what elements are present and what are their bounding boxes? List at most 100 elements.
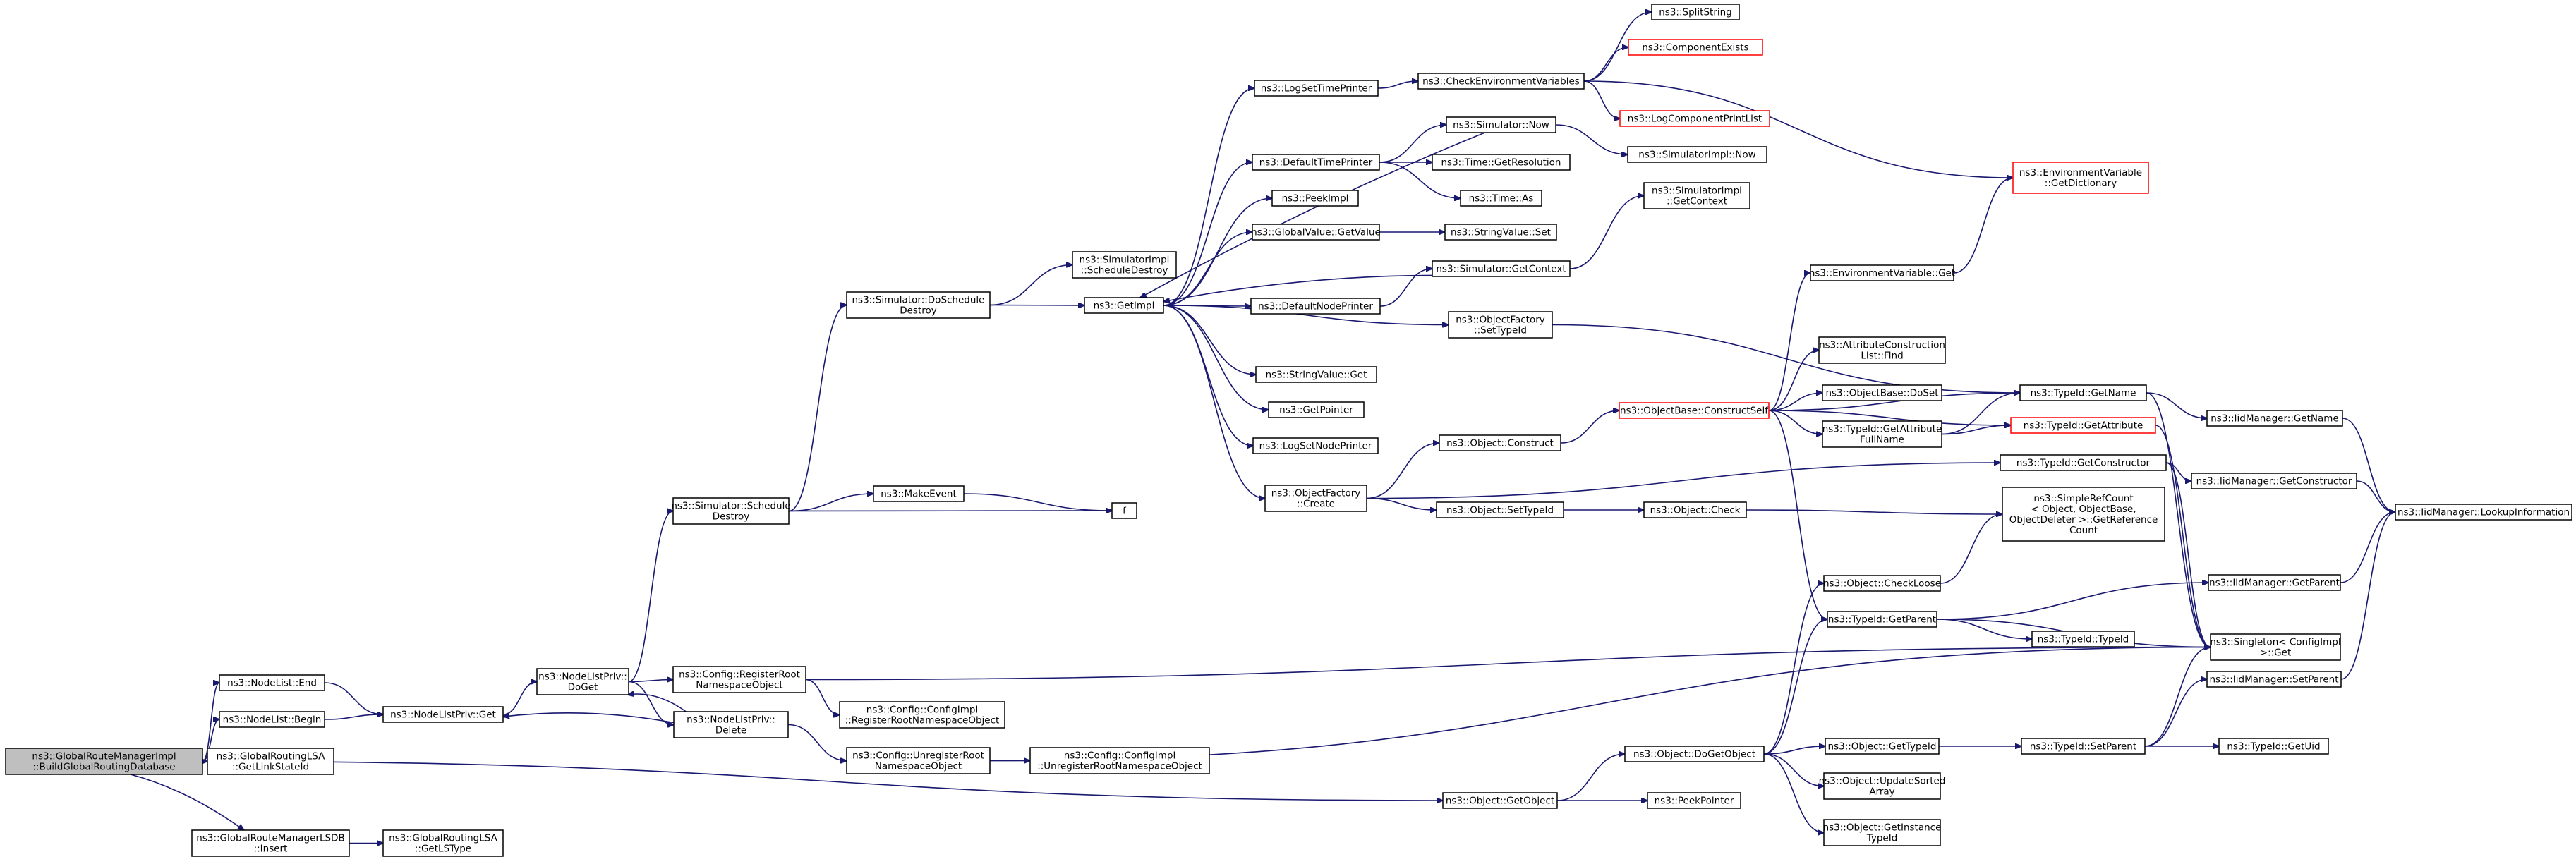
node-iidm_getparent[interactable]: ns3::IidManager::GetParent <box>2208 574 2341 591</box>
node-f[interactable]: f <box>1111 502 1137 519</box>
node-box <box>536 668 629 695</box>
node-iidm_lookup[interactable]: ns3::IidManager::LookupInformation <box>2395 504 2572 521</box>
node-componentexists[interactable]: ns3::ComponentExists <box>1628 39 1763 56</box>
node-simplerefcount[interactable]: ns3::SimpleRefCount< Object, ObjectBase,… <box>2002 487 2165 542</box>
node-nlp_doget[interactable]: ns3::NodeListPriv::DoGet <box>536 668 629 695</box>
node-getimpl[interactable]: ns3::GetImpl <box>1084 297 1164 314</box>
node-peekpointer[interactable]: ns3::PeekPointer <box>1647 792 1741 809</box>
node-simimpl_now[interactable]: ns3::SimulatorImpl::Now <box>1627 146 1767 163</box>
node-splitstring[interactable]: ns3::SplitString <box>1651 4 1740 20</box>
node-typeid_getparent[interactable]: ns3::TypeId::GetParent <box>1827 611 1937 628</box>
node-logcomponentprintlist[interactable]: ns3::LogComponentPrintList <box>1619 110 1770 127</box>
node-obj_dogetobject[interactable]: ns3::Object::DoGetObject <box>1624 746 1765 762</box>
node-label: ns3::Simulator::Schedule <box>671 501 790 512</box>
node-nlp_get[interactable]: ns3::NodeListPriv::Get <box>382 706 504 723</box>
node-typeid_getattribute[interactable]: ns3::TypeId::GetAttribute <box>2010 417 2156 434</box>
node-time_getres[interactable]: ns3::Time::GetResolution <box>1432 154 1571 171</box>
node-obj_construct[interactable]: ns3::Object::Construct <box>1439 434 1561 451</box>
node-singleton_get[interactable]: ns3::Singleton< ConfigImpl >::Get <box>2210 633 2341 661</box>
node-box <box>1084 297 1164 314</box>
node-env_getdict[interactable]: ns3::EnvironmentVariable::GetDictionary <box>2012 162 2149 194</box>
node-box <box>2395 504 2572 521</box>
node-typeid_setparent[interactable]: ns3::TypeId::SetParent <box>2021 738 2146 755</box>
edge-typeid_setparent-to-singleton_get <box>2144 647 2211 747</box>
edge-cfg_register-to-cfgimpl_register <box>805 679 840 715</box>
node-label: NamespaceObject <box>696 680 782 691</box>
node-label: Destroy <box>713 511 750 523</box>
node-lsa_getlstype[interactable]: ns3::GlobalRoutingLSA::GetLSType <box>382 829 504 857</box>
edge-checkenv-to-componentexists <box>1583 47 1628 82</box>
node-env_get[interactable]: ns3::EnvironmentVariable::Get <box>1809 264 1955 281</box>
node-typeid_getuid[interactable]: ns3::TypeId::GetUid <box>2218 738 2329 755</box>
node-label: ns3::ObjectFactory <box>1456 315 1545 326</box>
node-nlp_delete[interactable]: ns3::NodeListPriv::Delete <box>673 711 789 738</box>
node-iidm_getname[interactable]: ns3::IidManager::GetName <box>2206 410 2343 427</box>
node-obj_settypeid[interactable]: ns3::Object::SetTypeId <box>1436 501 1564 518</box>
node-label: ns3::AttributeConstruction <box>1819 340 1945 351</box>
edge-nl_end-to-nlp_get <box>324 682 383 714</box>
node-box <box>1029 747 1210 774</box>
node-simimpl_getcontext[interactable]: ns3::SimulatorImpl::GetContext <box>1643 182 1750 209</box>
node-box <box>5 748 203 775</box>
node-iidm_getconstructor[interactable]: ns3::IidManager::GetConstructor <box>2191 473 2357 489</box>
node-obj_checkloose[interactable]: ns3::Object::CheckLoose <box>1823 575 1941 592</box>
edge-root-to-nl_end <box>202 683 219 762</box>
node-logsetnodeprinter[interactable]: ns3::LogSetNodePrinter <box>1252 437 1379 454</box>
node-box <box>672 666 806 693</box>
node-obj_getobject[interactable]: ns3::Object::GetObject <box>1442 792 1558 809</box>
node-of_settypeid[interactable]: ns3::ObjectFactory::SetTypeId <box>1448 311 1553 339</box>
edge-of_create-to-obj_settypeid <box>1366 497 1437 511</box>
edge-getimpl-to-getpointer <box>1163 305 1269 410</box>
node-checkenv[interactable]: ns3::CheckEnvironmentVariables <box>1417 73 1585 90</box>
node-defaultnodeprinter[interactable]: ns3::DefaultNodePrinter <box>1250 298 1381 315</box>
node-time_as[interactable]: ns3::Time::As <box>1460 190 1542 207</box>
node-stringvalue_set[interactable]: ns3::StringValue::Set <box>1444 224 1557 241</box>
node-peekimpl[interactable]: ns3::PeekImpl <box>1271 190 1359 207</box>
node-makeevent[interactable]: ns3::MakeEvent <box>873 485 965 502</box>
node-typeid_getname[interactable]: ns3::TypeId::GetName <box>2019 384 2147 401</box>
node-nl_begin[interactable]: ns3::NodeList::Begin <box>219 711 325 728</box>
node-of_create[interactable]: ns3::ObjectFactory::Create <box>1264 485 1367 512</box>
node-typeid_typeid[interactable]: ns3::TypeId::TypeId <box>2031 631 2135 647</box>
node-root[interactable]: ns3::GlobalRouteManagerImpl::BuildGlobal… <box>5 748 203 775</box>
node-getpointer[interactable]: ns3::GetPointer <box>1268 401 1365 418</box>
node-sim_now[interactable]: ns3::Simulator::Now <box>1446 116 1556 133</box>
node-cfg_register[interactable]: ns3::Config::RegisterRootNamespaceObject <box>672 666 806 693</box>
node-objbase_constructself[interactable]: ns3::ObjectBase::ConstructSelf <box>1619 402 1770 419</box>
node-typeid_getconstructor[interactable]: ns3::TypeId::GetConstructor <box>2000 454 2167 471</box>
node-sim_schedule_destroy[interactable]: ns3::Simulator::ScheduleDestroy <box>671 497 791 525</box>
node-lsa_getlinkstate[interactable]: ns3::GlobalRoutingLSA::GetLinkStateId <box>207 748 334 775</box>
node-lsdb_insert[interactable]: ns3::GlobalRouteManagerLSDB::Insert <box>191 829 350 857</box>
node-label: ns3::SimulatorImpl <box>1080 255 1170 266</box>
node-cfgimpl_unregister[interactable]: ns3::Config::ConfigImpl::UnregisterRootN… <box>1029 747 1210 774</box>
node-label: ns3::Time::GetResolution <box>1441 157 1561 169</box>
node-box <box>1417 73 1585 90</box>
edge-typeid_getparent-to-iidm_getparent <box>1936 583 2208 620</box>
node-box <box>2206 671 2342 688</box>
node-label: Array <box>1869 786 1894 798</box>
node-obj_check[interactable]: ns3::Object::Check <box>1643 501 1747 518</box>
node-label: ns3::DefaultTimePrinter <box>1259 157 1373 169</box>
node-stringvalue_get[interactable]: ns3::StringValue::Get <box>1255 366 1377 383</box>
node-defaulttimeprinter[interactable]: ns3::DefaultTimePrinter <box>1252 154 1380 171</box>
node-sim_getcontext[interactable]: ns3::Simulator::GetContext <box>1432 260 1571 277</box>
node-iidm_setparent[interactable]: ns3::IidManager::SetParent <box>2206 671 2342 688</box>
node-obj_gettypeid[interactable]: ns3::Object::GetTypeId <box>1825 738 1940 755</box>
node-box <box>382 706 504 723</box>
node-logsettimeprinter[interactable]: ns3::LogSetTimePrinter <box>1254 80 1379 97</box>
node-simimpl_sched[interactable]: ns3::SimulatorImpl::ScheduleDestroy <box>1072 251 1177 279</box>
node-box <box>1432 260 1571 277</box>
node-objbase_doset[interactable]: ns3::ObjectBase::DoSet <box>1822 384 1942 401</box>
node-box <box>1252 154 1380 171</box>
node-nl_end[interactable]: ns3::NodeList::End <box>219 674 325 691</box>
edge-obj_checkloose-to-simplerefcount <box>1940 514 2002 584</box>
node-box <box>1264 485 1367 512</box>
node-cfg_unregister[interactable]: ns3::Config::UnregisterRootNamespaceObje… <box>846 747 991 774</box>
node-cfgimpl_register[interactable]: ns3::Config::ConfigImpl::RegisterRootNam… <box>839 701 1005 729</box>
node-gv_getvalue[interactable]: ns3::GlobalValue::GetValue <box>1251 224 1381 241</box>
